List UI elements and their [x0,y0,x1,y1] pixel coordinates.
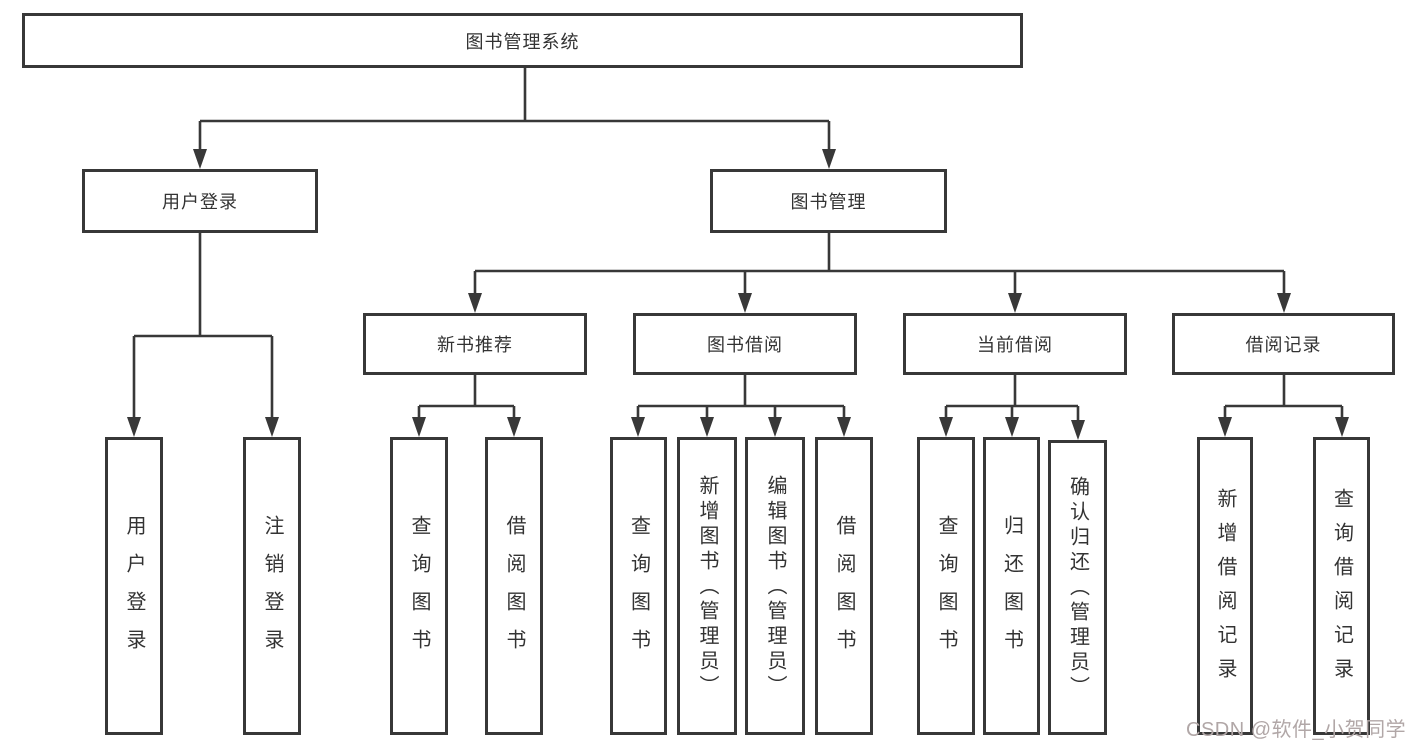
tree-edges [132,68,1344,434]
node-current-borrow-label: 当前借阅 [977,335,1053,355]
leaf-bb-edit-books-admin: 编辑图书（管理员） [745,437,805,735]
leaf-bb-borrow-books-label: 借阅图书 [833,514,855,667]
node-book-borrow-label: 图书借阅 [707,335,783,355]
leaf-bb-query-books: 查询图书 [610,437,667,735]
leaf-user-login-label: 用户登录 [123,514,145,667]
leaf-br-add-record: 新增借阅记录 [1197,437,1253,735]
node-root-label: 图书管理系统 [465,31,580,52]
node-book-management-label: 图书管理 [790,192,867,212]
leaf-bb-edit-books-admin-label: 编辑图书（管理员） [764,474,786,700]
node-user-login: 用户登录 [82,169,318,233]
leaf-cb-return-books-label: 归还图书 [1000,514,1023,667]
node-new-book-recommend-label: 新书推荐 [437,335,513,355]
node-current-borrow: 当前借阅 [903,313,1127,375]
leaf-br-query-record-label: 查询借阅记录 [1330,487,1353,692]
node-book-management: 图书管理 [710,169,947,233]
node-new-book-recommend: 新书推荐 [363,313,587,375]
node-user-login-label: 用户登录 [162,192,238,212]
leaf-nbr-borrow-books: 借阅图书 [485,437,543,735]
leaf-cb-confirm-return-admin: 确认归还（管理员） [1048,440,1107,735]
leaf-cb-confirm-return-admin-label: 确认归还（管理员） [1066,476,1089,701]
node-book-borrow: 图书借阅 [633,313,857,375]
leaf-nbr-borrow-books-label: 借阅图书 [503,514,525,667]
leaf-br-add-record-label: 新增借阅记录 [1214,487,1236,692]
leaf-bb-borrow-books: 借阅图书 [815,437,873,735]
leaf-cb-query-books: 查询图书 [917,437,975,735]
leaf-bb-query-books-label: 查询图书 [627,514,650,667]
node-root: 图书管理系统 [22,13,1023,68]
leaf-user-login: 用户登录 [105,437,163,735]
leaf-bb-add-books-admin-label: 新增图书（管理员） [696,474,718,700]
leaf-br-query-record: 查询借阅记录 [1313,437,1370,735]
node-borrow-records: 借阅记录 [1172,313,1395,375]
leaf-logout: 注销登录 [243,437,301,735]
node-borrow-records-label: 借阅记录 [1245,335,1322,355]
leaf-logout-label: 注销登录 [261,514,283,667]
leaf-bb-add-books-admin: 新增图书（管理员） [677,437,737,735]
csdn-watermark: CSDN @软件_小贺同学 [1186,719,1405,741]
leaf-nbr-query-books-label: 查询图书 [408,514,430,667]
leaf-cb-query-books-label: 查询图书 [935,514,957,667]
leaf-nbr-query-books: 查询图书 [390,437,448,735]
leaf-cb-return-books: 归还图书 [983,437,1040,735]
